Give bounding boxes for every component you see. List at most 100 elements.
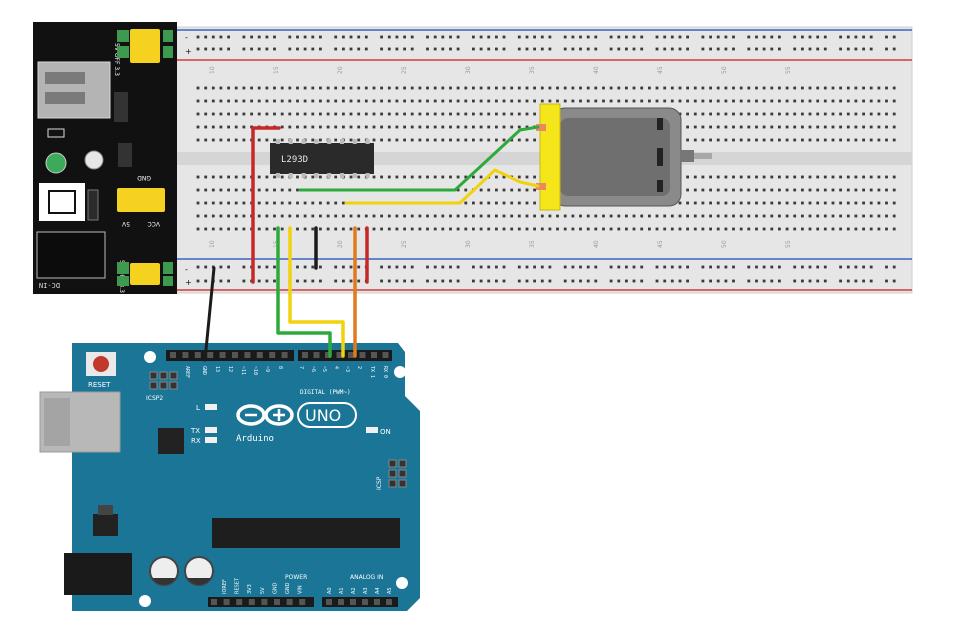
bottom-rail-minus-mark: - [185, 265, 188, 274]
analog-pin-label: A1 [339, 587, 345, 594]
breadboard-hole [357, 214, 361, 218]
breadboard-hole [686, 214, 689, 218]
breadboard-hole [517, 112, 521, 116]
breadboard-hole [632, 214, 636, 218]
breadboard-hole [862, 214, 865, 218]
breadboard-hole [273, 201, 276, 205]
header-pin [336, 352, 343, 358]
digital-pin-label: 8 [277, 366, 283, 369]
header-pin [194, 352, 201, 358]
breadboard-hole [525, 47, 529, 51]
breadboard-hole [839, 138, 842, 142]
breadboard-hole [648, 99, 651, 103]
breadboard-hole [778, 112, 781, 116]
breadboard-hole [732, 265, 735, 269]
breadboard-hole [250, 99, 253, 103]
breadboard-hole [755, 265, 758, 269]
breadboard-hole [380, 138, 383, 142]
breadboard-hole [472, 86, 475, 90]
breadboard-hole [319, 214, 322, 218]
breadboard-hole [227, 214, 230, 218]
breadboard-hole [403, 47, 406, 51]
breadboard-hole [517, 175, 521, 179]
breadboard-hole [801, 279, 804, 283]
voltage-regulator [93, 514, 118, 536]
breadboard-hole [586, 279, 590, 283]
breadboard-hole [204, 35, 208, 39]
breadboard-hole [273, 99, 276, 103]
breadboard-hole [670, 227, 674, 231]
breadboard-hole [456, 138, 460, 142]
breadboard-hole [640, 227, 644, 231]
breadboard-hole [204, 47, 208, 51]
breadboard-hole [755, 188, 758, 192]
mount-hole [144, 351, 156, 363]
breadboard-hole [449, 125, 452, 129]
breadboard-hole [472, 279, 475, 283]
breadboard-hole [709, 99, 712, 103]
breadboard-hole [433, 227, 437, 231]
breadboard-hole [854, 214, 858, 218]
icsp-pin [398, 469, 407, 478]
digital-pin-label: ~11 [240, 366, 246, 375]
breadboard-hole [854, 35, 858, 39]
breadboard-hole [533, 138, 536, 142]
breadboard-hole [410, 138, 414, 142]
breadboard-hole [280, 175, 284, 179]
breadboard-hole [410, 125, 414, 129]
ic-pin [288, 139, 293, 144]
breadboard-hole [349, 125, 353, 129]
breadboard-hole [525, 214, 529, 218]
breadboard-hole [456, 214, 460, 218]
digital-header-left [166, 350, 294, 361]
breadboard-hole [517, 125, 521, 129]
breadboard-hole [739, 214, 743, 218]
breadboard-hole [502, 35, 506, 39]
breadboard-hole [502, 201, 506, 205]
header-pin [326, 599, 332, 605]
breadboard-hole [380, 86, 383, 90]
breadboard-hole [426, 99, 429, 103]
breadboard-hole [609, 214, 613, 218]
breadboard-hole [296, 188, 299, 192]
breadboard-hole [234, 112, 238, 116]
breadboard-hole [234, 201, 238, 205]
breadboard-hole [770, 86, 774, 90]
breadboard-hole [762, 35, 766, 39]
header-pin [286, 599, 293, 605]
motor-shaft [694, 153, 712, 159]
ic-pin [276, 139, 280, 144]
breadboard-hole [449, 265, 452, 269]
breadboard-hole [563, 265, 567, 269]
breadboard-hole [739, 227, 743, 231]
breadboard-hole [495, 201, 498, 205]
breadboard-hole [808, 112, 812, 116]
power-pin-label: IOREF [222, 579, 228, 594]
breadboard-hole [227, 227, 230, 231]
breadboard-hole [640, 279, 644, 283]
breadboard-hole [418, 112, 422, 116]
motor-vent [657, 180, 663, 192]
breadboard-hole [204, 175, 208, 179]
breadboard-hole [242, 35, 246, 39]
breadboard-hole [418, 99, 422, 103]
breadboard-hole [869, 138, 873, 142]
bottom-rail-plus-mark: + [185, 278, 192, 287]
breadboard-hole [594, 35, 598, 39]
ic-pin [365, 139, 370, 144]
breadboard-hole [403, 86, 406, 90]
breadboard-hole [525, 138, 529, 142]
breadboard-hole [234, 86, 238, 90]
breadboard-hole [892, 279, 896, 283]
breadboard-hole [701, 201, 705, 205]
breadboard-hole [632, 265, 636, 269]
motor-side [560, 118, 670, 196]
digital-pin-label: ~3 [344, 366, 350, 372]
breadboard-hole [770, 138, 774, 142]
breadboard-hole [540, 47, 544, 51]
breadboard-hole [517, 99, 521, 103]
breadboard-hole [265, 265, 269, 269]
breadboard-hole [839, 188, 842, 192]
breadboard-hole [854, 175, 858, 179]
